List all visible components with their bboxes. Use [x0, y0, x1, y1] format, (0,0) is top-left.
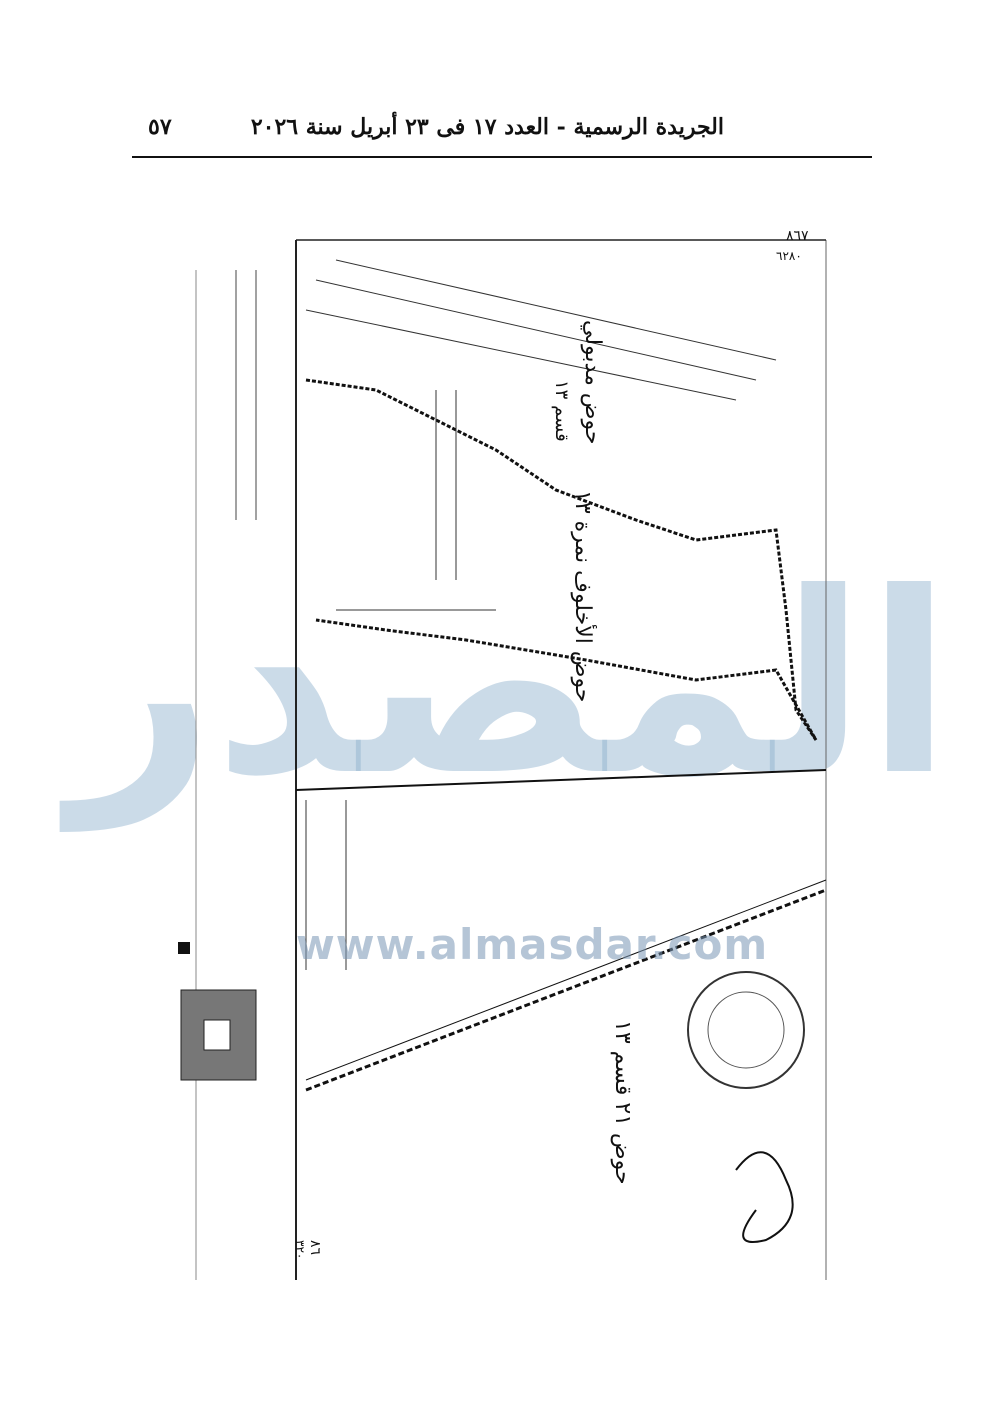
basin-middle-label: حوض الأخلوف نمرة ١٣	[570, 490, 598, 702]
basin-north-label: حوض مدبولي	[580, 320, 605, 444]
cadastral-map: حوض مدبولي قسم ١٣ حوض الأخلوف نمرة ١٣ حو…	[136, 190, 836, 1290]
legend-black-square	[178, 942, 190, 954]
gazette-title: الجريدة الرسمية - العدد ١٧ فى ٢٣ أبريل س…	[250, 114, 724, 140]
watermark-logo: المصدر	[70, 539, 952, 830]
sheet-number-bottom: ٨٦	[307, 1240, 323, 1255]
strip-1	[315, 279, 757, 381]
basin-north-sub-label: قسم ١٣	[551, 380, 572, 442]
header-rule	[132, 156, 872, 158]
parcel-boundary	[305, 378, 818, 741]
basin-south-label: حوض ٢١ قسم ١٣	[610, 1020, 635, 1185]
official-stamp	[687, 971, 805, 1089]
legend-inner-box	[203, 1019, 231, 1051]
sheet-number-bottom-sub: ٣٢٠	[293, 1240, 307, 1259]
page-number: ٥٧	[148, 114, 172, 140]
diagonal-canal	[305, 888, 827, 1092]
strip-2	[335, 259, 777, 361]
legend-shaded-box	[180, 989, 257, 1081]
diagonal-canal-edge	[305, 879, 827, 1081]
sheet-number-sub: ٦٢٨٠	[776, 249, 802, 263]
strip-3	[305, 309, 737, 401]
official-stamp-inner	[707, 991, 785, 1069]
divider-line	[295, 769, 827, 791]
watermark-url: www.almasdar.com	[296, 920, 769, 969]
sheet-number-top: ٨٦٧	[786, 228, 809, 244]
page-header: الجريدة الرسمية - العدد ١٧ فى ٢٣ أبريل س…	[132, 108, 872, 158]
map-drawing: حوض مدبولي قسم ١٣ حوض الأخلوف نمرة ١٣ حو…	[178, 228, 827, 1280]
signature	[735, 1151, 794, 1243]
